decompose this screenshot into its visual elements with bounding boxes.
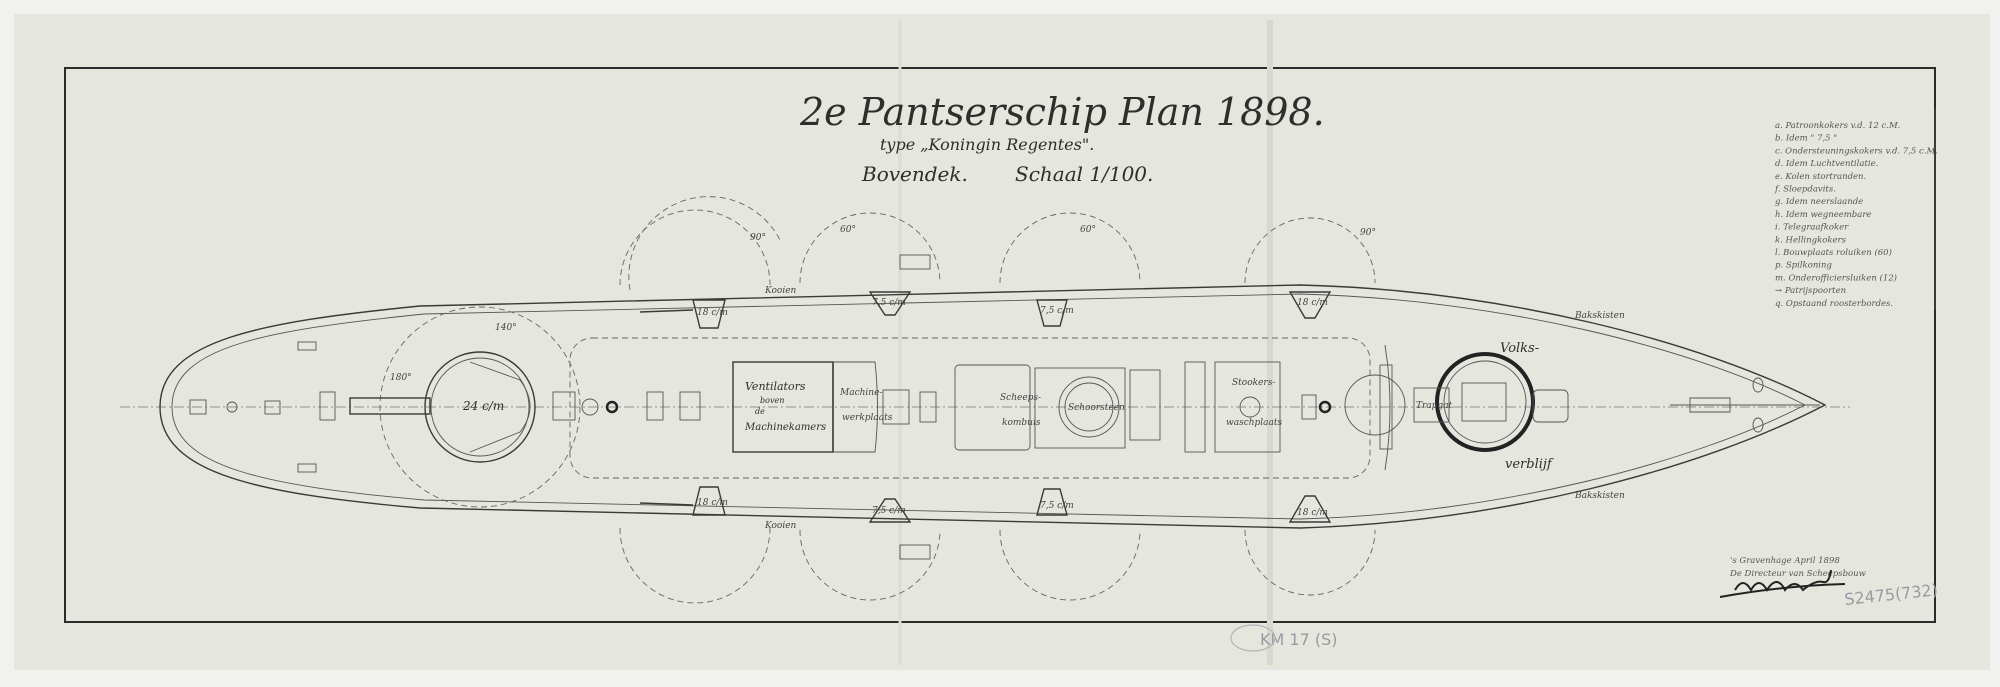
gun-label: 18 c/m [697,308,728,318]
legend-item: a. Patroonkokers v.d. 12 c.M. [1775,121,1900,131]
werkplaats-label: Machine- [839,388,882,398]
ventilators-label: de [755,407,765,416]
legend-item: → Patrijspoorten [1775,286,1846,296]
kooien-label: Kooien [764,521,797,531]
gun-label: 7,5 c/m [1040,306,1074,316]
kooien-label: Kooien [764,286,797,296]
gun-label: 18 c/m [697,498,728,508]
legend-item: c. Ondersteuningskokers v.d. 7,5 c.M. [1775,146,1938,156]
legend-item: g. Idem neerslaande [1775,197,1863,207]
signature-block: 's Gravenhage April 1898 De Directeur va… [1719,556,1867,598]
archive-stamp: KM 17 (S) [1260,630,1337,649]
schoorsteen-label: Schoorsteen [1068,403,1125,413]
legend-item: q. Opstaand roosterbordes. [1775,299,1893,309]
title-block: 2e Pantserschip Plan 1898. type „Koningi… [799,90,1325,186]
legend-item: k. Hellingkokers [1775,235,1847,245]
bakskisten-label: Bakskisten [1574,491,1625,501]
arc-angle: 60° [1080,225,1096,235]
paper-sheet [14,14,1990,670]
arc-angle: 90° [750,233,766,243]
ventilators-label: Ventilators [745,380,806,393]
legend-item: l. Bouwplaats roluiken (60) [1775,247,1892,258]
legend-item: i. Telegraafkoker [1775,223,1849,233]
drawing-frame [64,67,1936,623]
stookers-label: waschplaats [1226,418,1283,428]
trapgat-label: Trapgat [1416,401,1453,411]
ventilators-label: Machinekamers [744,422,826,433]
bakskisten-label: Bakskisten [1574,311,1625,321]
gun-label: 18 c/m [1297,298,1328,308]
verblijf-label: verblijf [1505,457,1554,472]
deck-name: Bovendek. [861,162,968,186]
legend-item: e. Kolen stortranden. [1775,172,1866,182]
legend-item: h. Idem wegneembare [1775,210,1871,220]
gun-label: 7,5 c/m [872,298,906,308]
director-title: De Directeur van Scheepsbouw [1729,569,1867,579]
plan-title: 2e Pantserschip Plan 1898. [799,90,1325,134]
gun-label: 7,5 c/m [1040,501,1074,511]
stookers-label: Stookers- [1232,378,1275,388]
director-signature [1719,569,1846,598]
ship-type: type „Koningin Regentes". [880,135,1094,154]
arc-angle: 180° [390,373,412,383]
legend: a. Patroonkokers v.d. 12 c.M. b. Idem " 7… [1774,121,1938,309]
ventilators-label: boven [760,396,784,405]
gun-label: 18 c/m [1297,508,1328,518]
turret-calibre: 24 c/m [462,399,504,413]
arc-angle: 140° [495,323,517,333]
legend-item: d. Idem Luchtventilatie. [1775,159,1878,169]
werkplaats-label: werkplaats [842,413,893,423]
volks-label: Volks- [1500,341,1539,356]
arc-angle: 60° [840,225,856,235]
secondary-guns: 18 c/m 18 c/m 18 c/m 18 c/m 7,5 c/m 7,5 … [619,196,1625,604]
centre-deck-structures: Ventilators boven de Machinekamers Machi… [552,361,1332,453]
kombuis-label: kombuis [1002,418,1041,428]
kombuis-label: Scheeps- [1000,393,1041,403]
forward-turret: Trapgat Volks- verblijf [1413,341,1569,472]
arc-angle: 90° [1360,228,1376,238]
gun-label: 7,5 c/m [872,506,906,516]
place-date: 's Gravenhage April 1898 [1730,556,1840,566]
legend-item: m. Onderofficiersluiken (12) [1775,272,1897,283]
legend-item: p. Spilkoning [1775,261,1832,271]
aft-turret-24cm: 24 c/m 140° 180° [319,306,581,508]
legend-item: b. Idem " 7,5 " [1775,134,1837,144]
hull-outline [159,284,1827,529]
scale: Schaal 1/100. [1015,162,1153,186]
legend-item: f. Sloepdavits. [1774,185,1836,195]
